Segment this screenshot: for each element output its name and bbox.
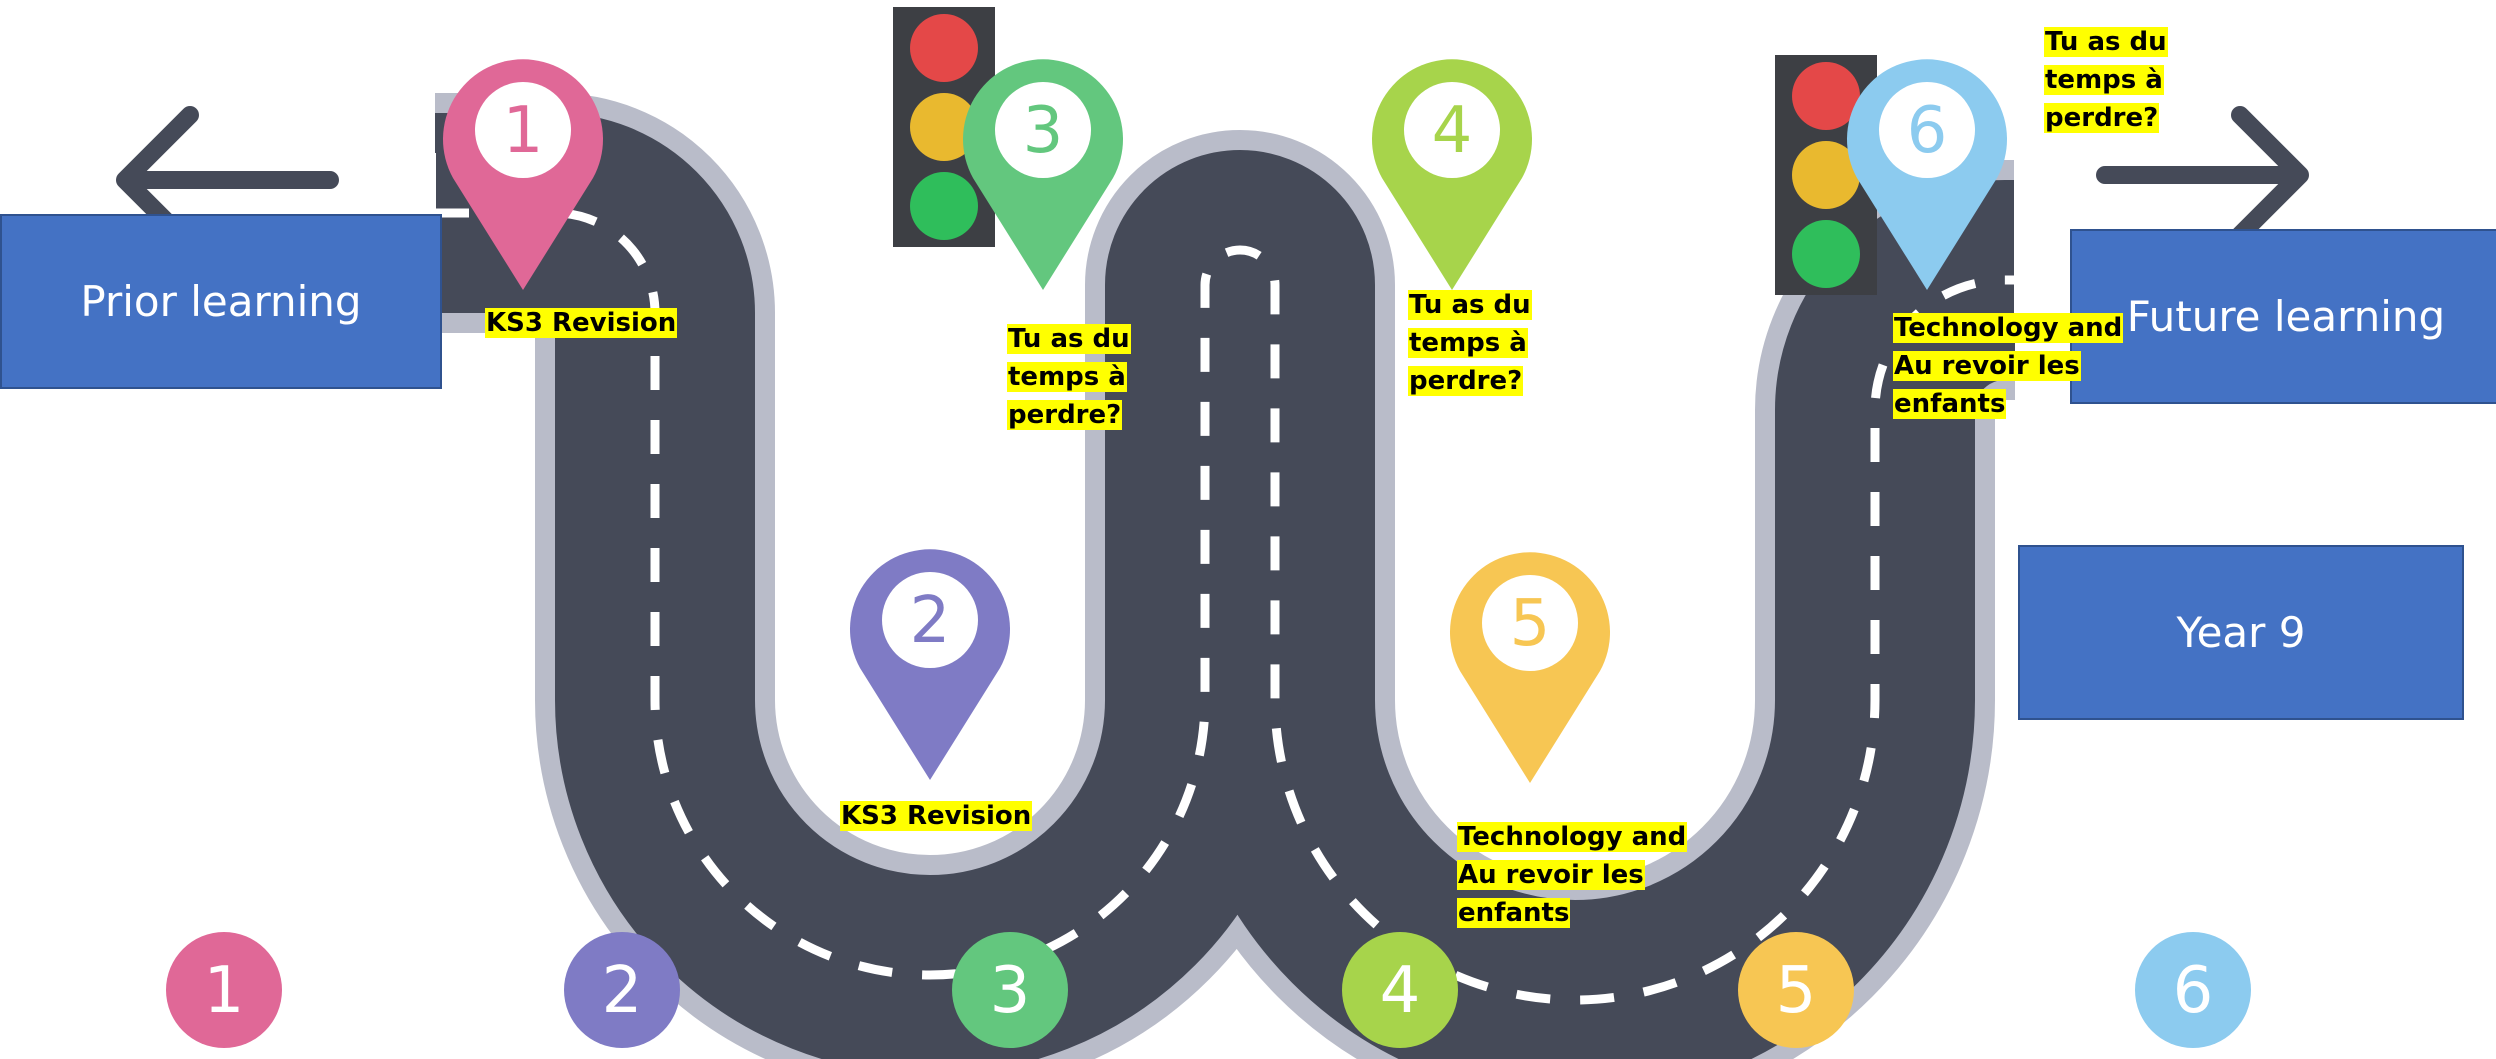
extra-label: Tu as du temps à perdre?	[2044, 23, 2168, 137]
pin-number: 3	[1023, 94, 1064, 168]
step-6-label: Technology and Au revoir les enfants	[1893, 309, 2123, 423]
step-circle-number: 5	[1776, 954, 1817, 1028]
step-circle-number: 2	[602, 954, 643, 1028]
step-3-label: Tu as du temps à perdre?	[1007, 320, 1131, 434]
pin-number: 4	[1432, 94, 1473, 168]
step-circle-number: 4	[1380, 954, 1421, 1028]
step-circle-1: 1	[166, 932, 282, 1048]
step-circle-2: 2	[564, 932, 680, 1048]
pin-number: 6	[1907, 94, 1948, 168]
step-5-label: Technology and Au revoir les enfants	[1457, 818, 1687, 932]
step-4-label: Tu as du temps à perdre?	[1408, 286, 1532, 400]
road-cap-right	[2014, 150, 2030, 330]
map-pin-icon: 4	[1372, 59, 1532, 290]
step-2-label: KS3 Revision	[840, 797, 1032, 835]
pin-number: 1	[503, 94, 544, 168]
pin-number: 2	[910, 584, 951, 658]
year-box: Year 9	[2018, 545, 2464, 720]
step-circle-5: 5	[1738, 932, 1854, 1048]
map-pin-icon: 2	[850, 549, 1010, 780]
future-learning-box: Future learning	[2070, 229, 2496, 404]
step-circle-number: 6	[2173, 954, 2214, 1028]
step-circle-number: 3	[990, 954, 1031, 1028]
step-circle-3: 3	[952, 932, 1068, 1048]
step-1-label: KS3 Revision	[485, 304, 677, 342]
map-pin-icon: 5	[1450, 552, 1610, 783]
pin-number: 5	[1510, 587, 1551, 661]
prior-learning-box: Prior learning	[0, 214, 442, 389]
step-circle-number: 1	[204, 954, 245, 1028]
step-circle-6: 6	[2135, 932, 2251, 1048]
step-circle-4: 4	[1342, 932, 1458, 1048]
